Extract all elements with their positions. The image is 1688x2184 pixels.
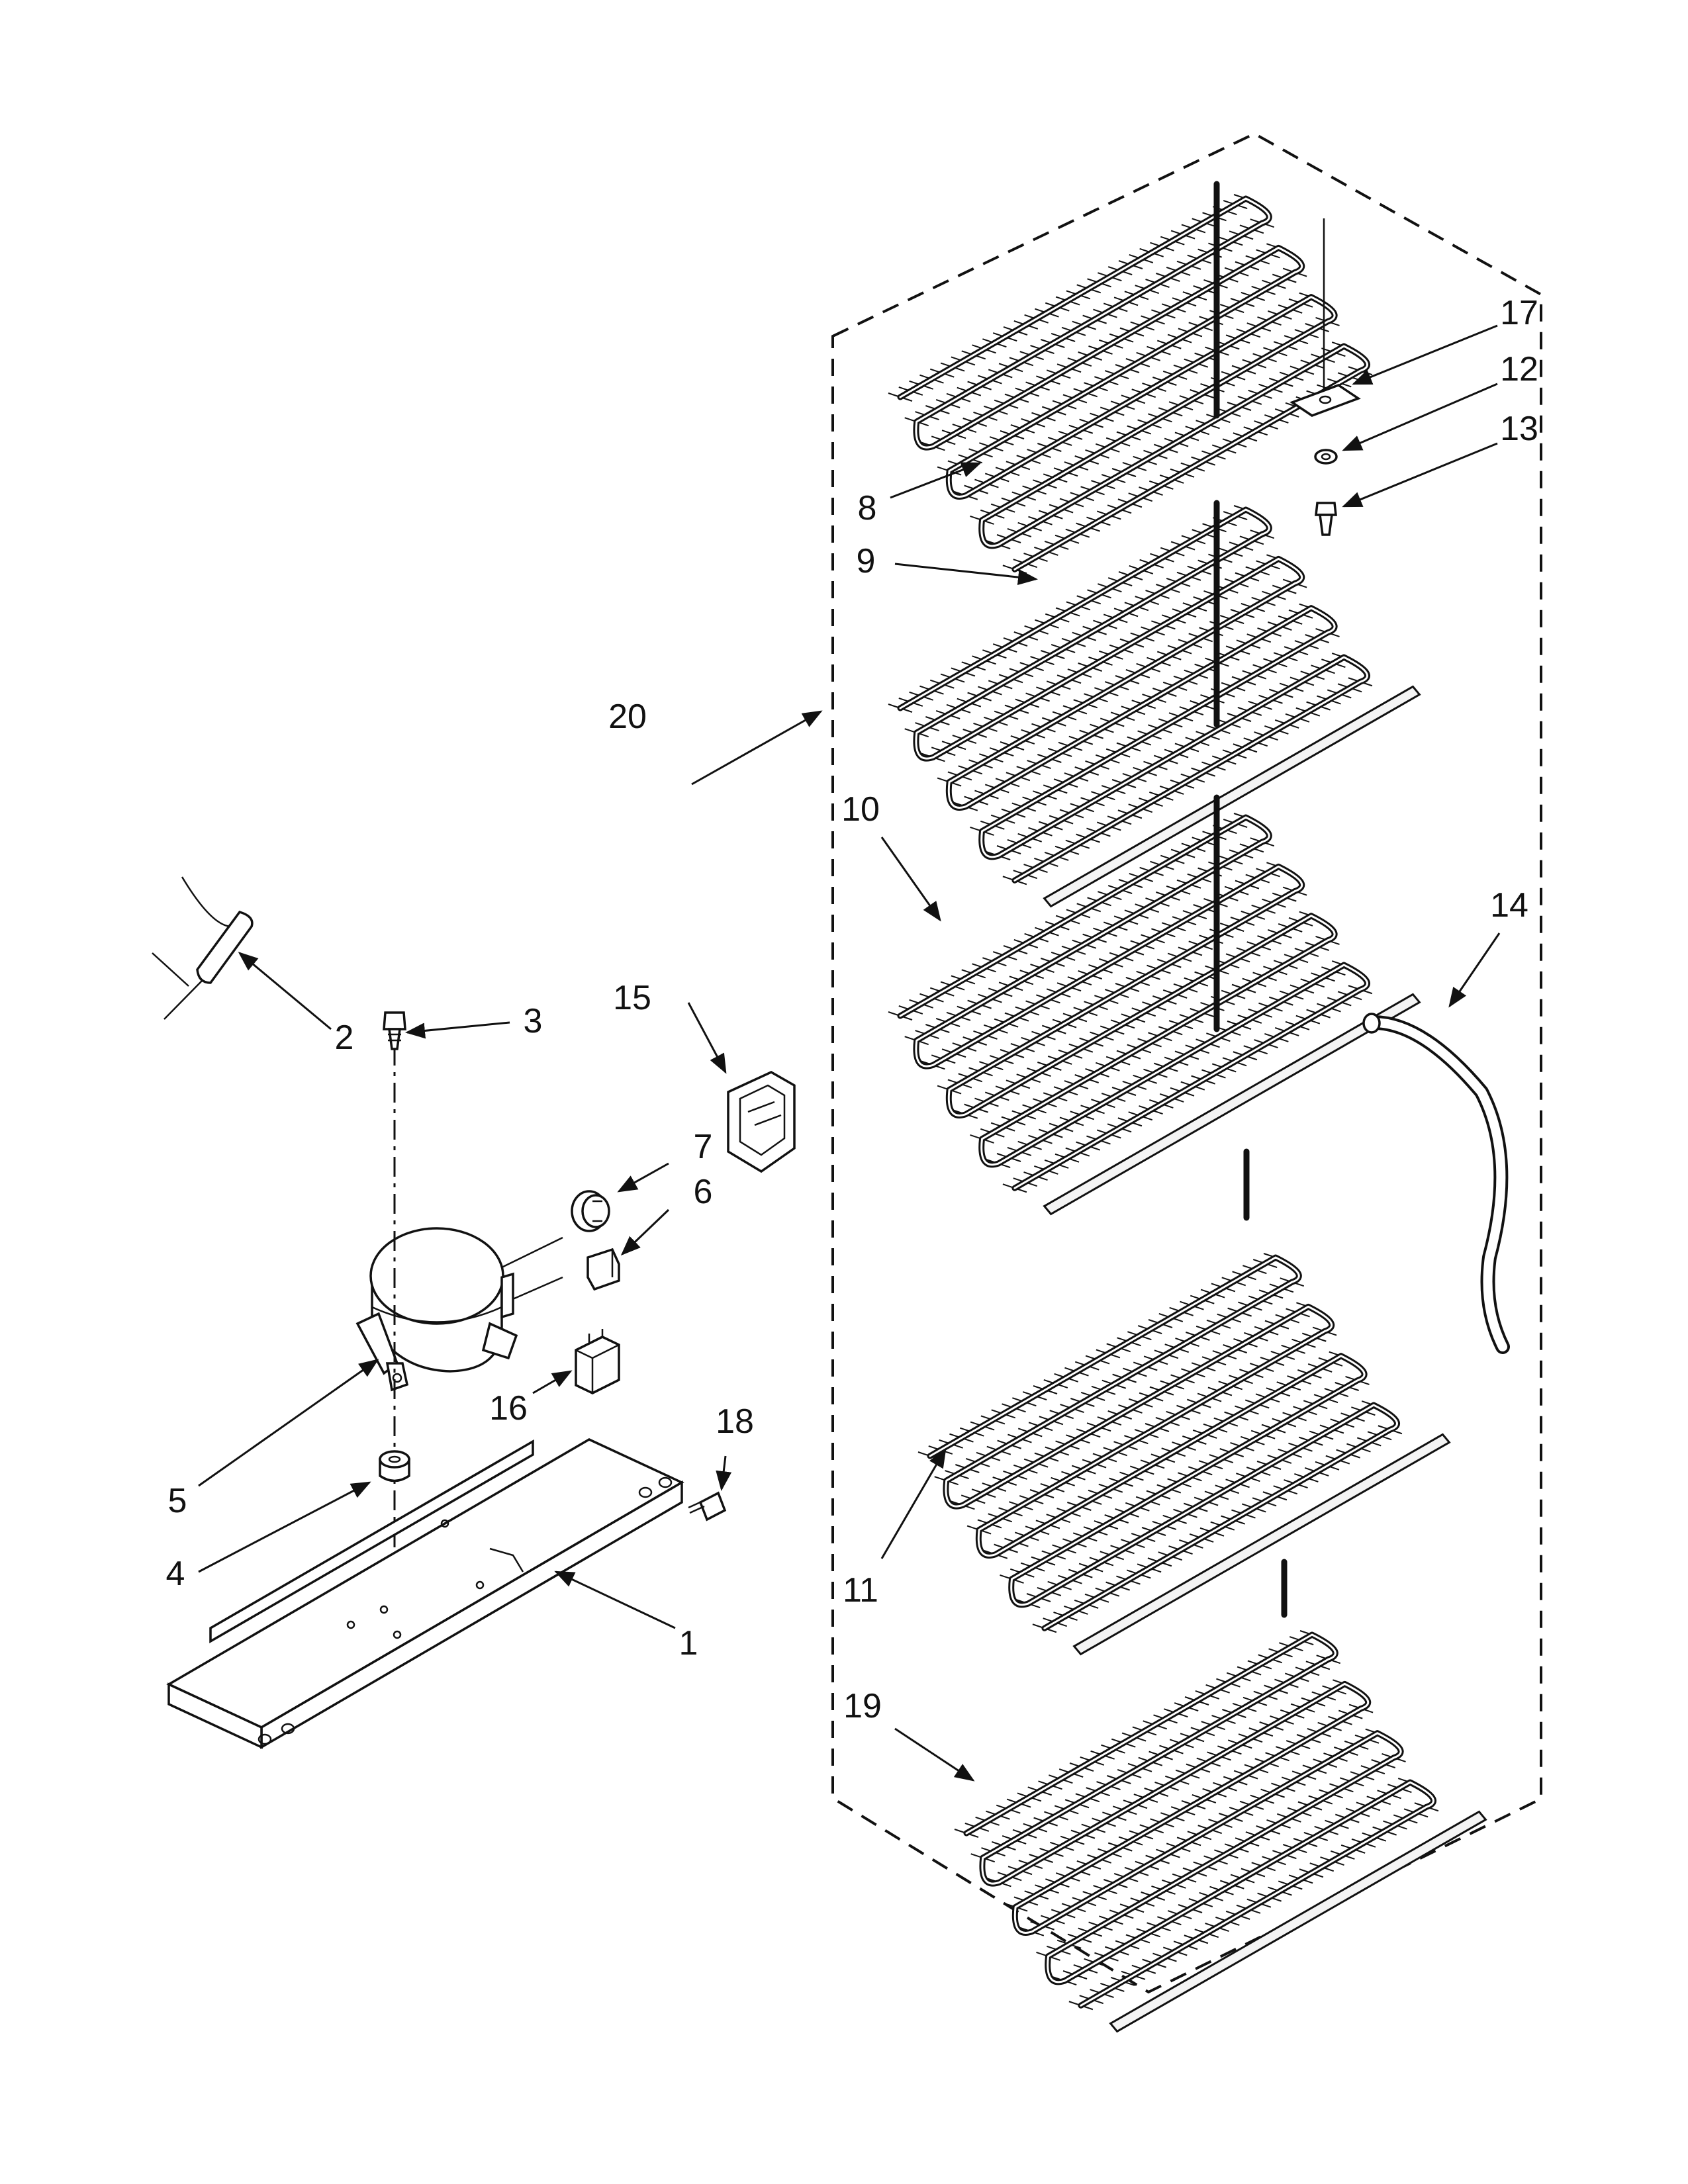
callout-16: 16 xyxy=(489,1389,528,1428)
callout-8: 8 xyxy=(858,489,877,527)
overload xyxy=(571,1190,610,1232)
drier-tube xyxy=(152,876,254,1020)
callout-18: 18 xyxy=(716,1402,754,1441)
callout-6: 6 xyxy=(694,1173,713,1211)
coil-panel-9 xyxy=(888,500,1421,908)
grommet xyxy=(379,1450,410,1482)
callout-3: 3 xyxy=(524,1002,543,1040)
callout-7: 7 xyxy=(694,1128,713,1166)
callout-2: 2 xyxy=(335,1019,354,1057)
coil-panel-10 xyxy=(888,794,1421,1216)
callout-4: 4 xyxy=(166,1555,185,1593)
callout-15: 15 xyxy=(613,979,651,1017)
callout-12: 12 xyxy=(1500,350,1538,388)
screw-icon xyxy=(688,1491,727,1522)
callout-19: 19 xyxy=(843,1687,882,1725)
callout-13: 13 xyxy=(1500,410,1538,448)
bracket-hardware xyxy=(1289,218,1361,536)
relay xyxy=(586,1248,620,1291)
callout-10: 10 xyxy=(841,790,880,829)
evaporator-coils xyxy=(888,181,1487,2033)
coil-panel-8 xyxy=(888,181,1373,574)
callout-labels: 1 2 3 4 5 6 7 8 9 10 11 12 13 14 15 16 1… xyxy=(166,294,1538,1725)
callout-14: 14 xyxy=(1490,886,1528,925)
callout-1: 1 xyxy=(679,1624,698,1662)
leader-lines xyxy=(198,324,1501,1782)
terminal-cover xyxy=(727,1071,796,1173)
base-plate xyxy=(166,1438,684,1750)
capacitor xyxy=(575,1329,620,1394)
coil-panel-11 xyxy=(917,1148,1451,1656)
callout-9: 9 xyxy=(857,542,876,580)
callout-20: 20 xyxy=(608,698,647,736)
callout-5: 5 xyxy=(168,1482,187,1520)
callout-17: 17 xyxy=(1500,294,1538,332)
coil-panel-19 xyxy=(954,1559,1487,2033)
drain-tube xyxy=(1362,1013,1510,1354)
callout-11: 11 xyxy=(843,1571,878,1610)
compressor xyxy=(355,1227,563,1392)
screw-icon xyxy=(383,1011,406,1050)
